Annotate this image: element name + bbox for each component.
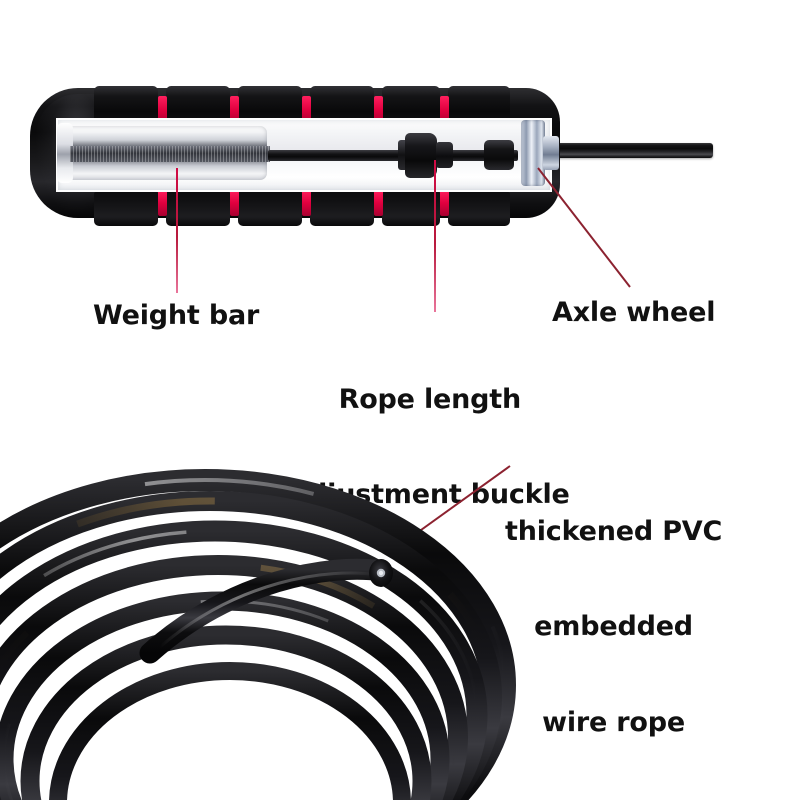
handle-assembly-illustration — [0, 0, 800, 312]
accent-ring-bottom — [158, 190, 167, 216]
callout-line: Rope length — [338, 383, 522, 415]
roller-part — [484, 140, 514, 170]
buckle-collar — [398, 140, 409, 170]
rope-coil-loops — [0, 469, 516, 800]
accent-ring-top — [230, 96, 239, 124]
callout-line: embedded — [534, 611, 693, 643]
rope-free-end-segment — [139, 558, 393, 664]
grip-block-bottom — [382, 192, 440, 226]
inner-shaft — [268, 150, 518, 161]
accent-ring-bottom — [374, 190, 383, 216]
buckle-nose — [436, 142, 453, 168]
grip-block-bottom — [94, 192, 158, 226]
grip-block-top — [94, 86, 158, 120]
grip-block-top — [382, 86, 440, 120]
rope-length-adjustment-buckle-part — [405, 133, 437, 178]
accent-ring-top — [158, 96, 167, 124]
accent-ring-bottom — [230, 190, 239, 216]
grip-block-bottom — [448, 192, 510, 226]
rope-cord — [548, 143, 713, 158]
leader-line-weight-bar — [176, 168, 178, 293]
rope-coil-svg — [0, 469, 516, 800]
accent-ring-bottom — [302, 190, 311, 216]
callout-label-weight-bar: Weight bar — [93, 300, 260, 331]
grip-block-top — [310, 86, 374, 120]
callout-line: thickened PVC — [505, 515, 723, 547]
grip-block-top — [238, 86, 302, 120]
accent-ring-top — [302, 96, 311, 124]
callout-line: wire rope — [542, 706, 686, 738]
grip-block-top — [448, 86, 510, 120]
axle-wheel-part — [521, 120, 545, 186]
accent-ring-bottom — [440, 190, 449, 216]
grip-block-bottom — [310, 192, 374, 226]
accent-ring-top — [374, 96, 383, 124]
rope-cut-end-tip — [369, 559, 393, 587]
axle-nut — [543, 136, 559, 170]
leader-line-rope-buckle — [434, 160, 436, 312]
callout-label-thickened-pvc-embedded-wire-rope: thickened PVC embedded wire rope — [505, 452, 722, 800]
coiled-rope-illustration — [0, 385, 800, 800]
grip-block-top — [166, 86, 230, 120]
accent-ring-top — [440, 96, 449, 124]
callout-label-axle-wheel: Axle wheel — [552, 297, 716, 328]
grip-block-bottom — [238, 192, 302, 226]
weight-bar-core-texture — [70, 146, 270, 162]
